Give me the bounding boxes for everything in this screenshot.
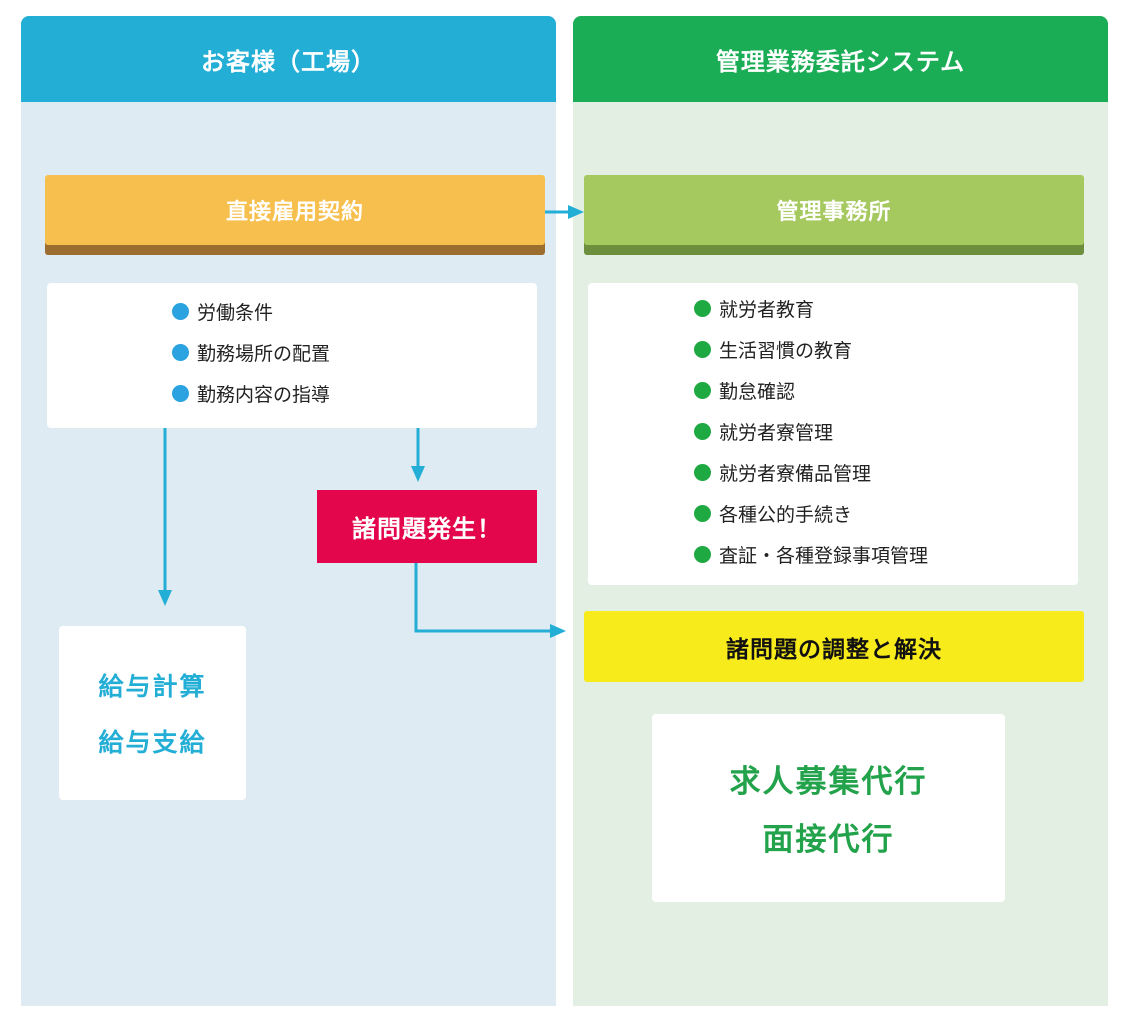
interview-agency-text: 面接代行 — [762, 822, 895, 858]
list-item: 就労者寮備品管理 — [694, 452, 928, 493]
bullet-dot-icon — [694, 341, 711, 358]
duty-label: 勤務場所の配置 — [197, 343, 331, 365]
service-label: 生活習慣の教育 — [719, 340, 853, 362]
services-list: 就労者教育 生活習慣の教育 勤怠確認 就労者寮管理 就労者寮備品管理 各種公的手… — [694, 288, 928, 575]
service-label: 就労者教育 — [719, 299, 815, 321]
list-item: 就労者教育 — [694, 288, 928, 329]
bullet-dot-icon — [694, 464, 711, 481]
recruiting-panel: 求人募集代行 面接代行 — [652, 714, 1005, 902]
duties-list: 労働条件 勤務場所の配置 勤務内容の指導 — [172, 291, 330, 414]
list-item: 勤務場所の配置 — [172, 332, 330, 373]
payroll-payment-text: 給与支給 — [98, 728, 207, 757]
recruitment-agency-text: 求人募集代行 — [729, 764, 928, 800]
duty-label: 勤務内容の指導 — [197, 384, 331, 406]
service-label: 就労者寮備品管理 — [719, 463, 872, 485]
list-item: 各種公的手続き — [694, 493, 928, 534]
list-item: 勤怠確認 — [694, 370, 928, 411]
list-item: 就労者寮管理 — [694, 411, 928, 452]
service-label: 勤怠確認 — [719, 381, 796, 403]
list-item: 生活習慣の教育 — [694, 329, 928, 370]
payroll-calculation-text: 給与計算 — [98, 672, 207, 701]
management-column-header: 管理業務委託システム — [573, 16, 1108, 102]
service-label: 各種公的手続き — [719, 504, 853, 526]
management-office-bar: 管理事務所 — [584, 175, 1084, 245]
bullet-dot-icon — [694, 382, 711, 399]
bullet-dot-icon — [694, 300, 711, 317]
list-item: 査証・各種登録事項管理 — [694, 534, 928, 575]
bullet-dot-icon — [694, 546, 711, 563]
issues-occur-alert: 諸問題発生！ — [317, 490, 537, 563]
bullet-dot-icon — [172, 303, 189, 320]
duties-panel: 労働条件 勤務場所の配置 勤務内容の指導 — [47, 283, 537, 428]
duty-label: 労働条件 — [197, 302, 274, 324]
direct-employment-contract-bar: 直接雇用契約 — [45, 175, 545, 245]
bullet-dot-icon — [694, 423, 711, 440]
bullet-dot-icon — [172, 344, 189, 361]
service-label: 就労者寮管理 — [719, 422, 834, 444]
services-panel: 就労者教育 生活習慣の教育 勤怠確認 就労者寮管理 就労者寮備品管理 各種公的手… — [588, 283, 1078, 585]
bullet-dot-icon — [694, 505, 711, 522]
list-item: 労働条件 — [172, 291, 330, 332]
issue-resolution-bar: 諸問題の調整と解決 — [584, 611, 1084, 682]
customer-column-header: お客様（工場） — [21, 16, 556, 102]
service-label: 査証・各種登録事項管理 — [719, 545, 929, 567]
bullet-dot-icon — [172, 385, 189, 402]
payroll-panel: 給与計算 給与支給 — [59, 626, 246, 800]
list-item: 勤務内容の指導 — [172, 373, 330, 414]
